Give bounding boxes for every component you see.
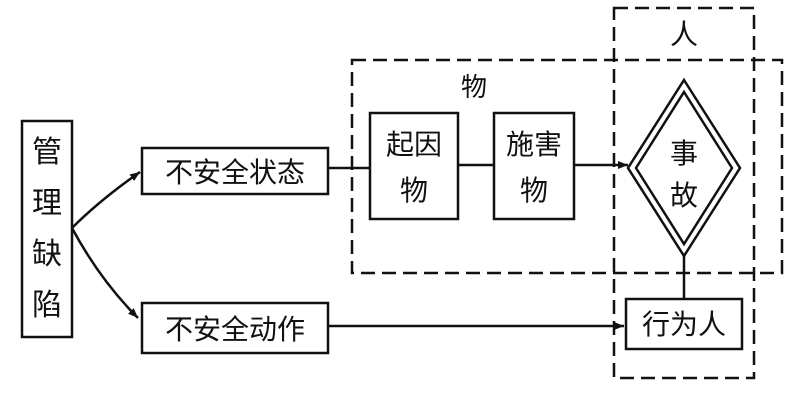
object-group-label: 物 <box>461 73 487 103</box>
originating-object-box <box>368 111 460 221</box>
person-group-label: 人 <box>670 18 698 51</box>
arrow-to-unsafe-state <box>71 170 141 229</box>
object-group-boundary <box>350 58 784 275</box>
accident-char-1: 事 <box>670 137 698 170</box>
accident-char-2: 故 <box>670 179 698 212</box>
management-defect-char-4: 陷 <box>32 288 62 323</box>
unsafe-state-label: 不安全状态 <box>165 156 305 189</box>
actor-box <box>624 297 744 351</box>
unsafe-action-box <box>140 301 330 355</box>
originating-object-line-2: 物 <box>400 174 428 207</box>
accident-diamond-inner <box>634 89 734 247</box>
management-defect-char-2: 理 <box>32 186 62 221</box>
harmful-object-line-1: 施害 <box>506 128 562 161</box>
management-defect-char-3: 缺 <box>32 237 62 272</box>
actor-label: 行为人 <box>642 308 726 341</box>
person-group-boundary <box>612 6 756 380</box>
arrow-to-unsafe-action <box>70 227 139 319</box>
accident-diamond-outer <box>626 77 742 259</box>
management-defect-char-1: 管 <box>32 135 62 170</box>
harmful-object-line-2: 物 <box>520 174 548 207</box>
unsafe-action-label: 不安全动作 <box>165 313 305 346</box>
unsafe-state-box <box>140 146 330 196</box>
originating-object-line-1: 起因 <box>386 128 442 161</box>
